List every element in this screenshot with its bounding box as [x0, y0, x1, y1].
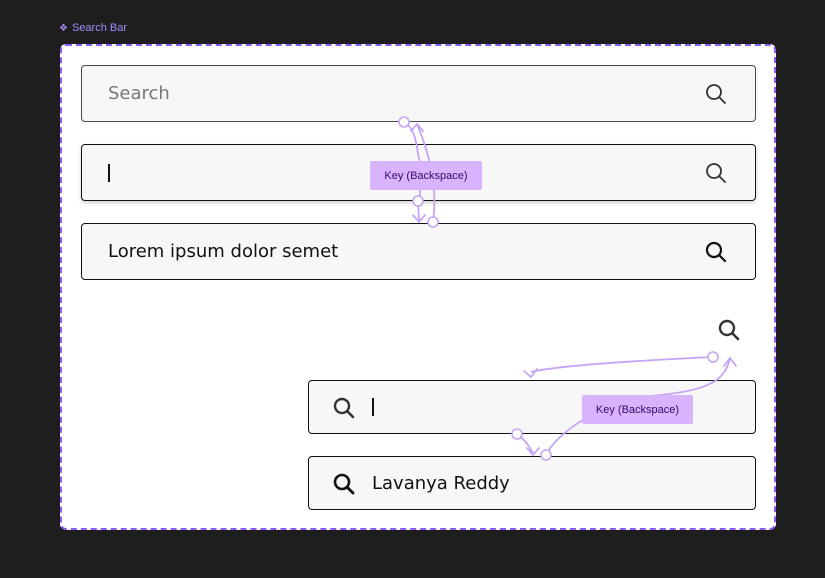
prototype-interaction-label[interactable]: Key (Backspace) — [582, 395, 693, 424]
search-icon[interactable] — [705, 83, 727, 105]
compact-search-bar-filled[interactable]: Lavanya Reddy — [308, 456, 756, 510]
text-cursor — [372, 398, 374, 416]
search-icon[interactable] — [718, 319, 740, 345]
text-cursor — [108, 163, 110, 182]
search-icon — [333, 397, 355, 419]
search-placeholder: Search — [108, 83, 170, 104]
search-icon[interactable] — [705, 162, 727, 184]
component-diamond-icon: ❖ — [59, 22, 68, 34]
search-bar-default[interactable]: Search — [81, 65, 756, 122]
search-icon[interactable] — [705, 241, 727, 263]
frame-label-text: Search Bar — [71, 22, 127, 34]
frame-label[interactable]: ❖ Search Bar — [59, 22, 127, 34]
search-bar-filled[interactable]: Lorem ipsum dolor semet — [81, 223, 756, 280]
compact-input-value[interactable]: Lavanya Reddy — [372, 472, 510, 494]
search-icon — [333, 473, 355, 495]
search-input-value[interactable]: Lorem ipsum dolor semet — [108, 241, 339, 262]
prototype-interaction-label[interactable]: Key (Backspace) — [370, 161, 482, 190]
